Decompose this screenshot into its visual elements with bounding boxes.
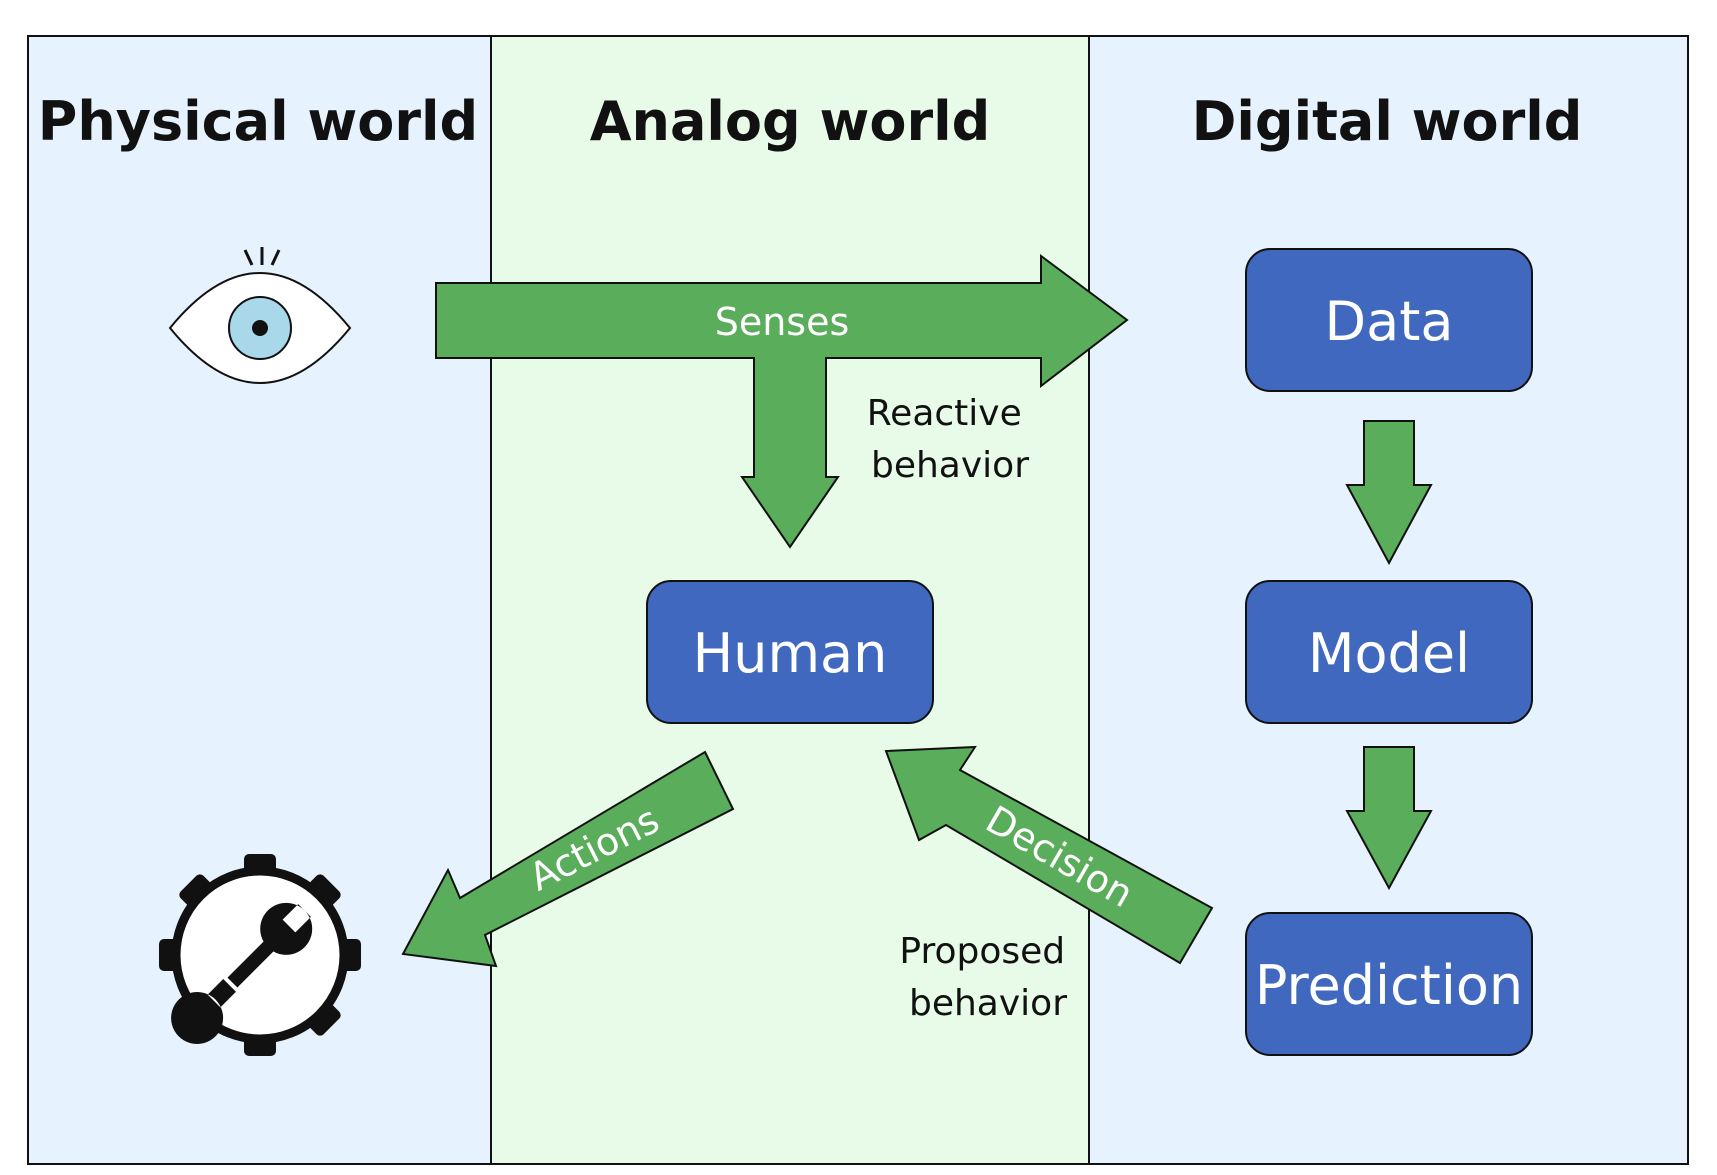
prediction-box — [1245, 912, 1533, 1056]
reactive-behavior-note: Reactive behavior — [867, 393, 1033, 486]
proposed-line-1: Proposed — [899, 931, 1065, 972]
prediction-label: Prediction — [1255, 954, 1523, 1017]
model-box — [1245, 580, 1533, 724]
reactive-line-2: behavior — [871, 445, 1029, 486]
reactive-line-1: Reactive — [867, 393, 1022, 434]
model-to-prediction-arrow — [1345, 746, 1433, 891]
senses-arrow — [435, 254, 1129, 549]
actions-arrow — [401, 750, 735, 968]
physical-world-title: Physical world — [38, 90, 478, 153]
data-box — [1245, 248, 1533, 392]
proposed-line-2: behavior — [909, 983, 1067, 1024]
data-label: Data — [1325, 290, 1454, 353]
analog-world-title: Analog world — [590, 90, 991, 153]
digital-world-title: Digital world — [1192, 90, 1583, 153]
decision-arrow — [884, 745, 1214, 965]
human-box — [646, 580, 934, 724]
eye-icon — [168, 247, 352, 384]
model-label: Model — [1308, 622, 1470, 685]
data-to-model-arrow — [1345, 420, 1433, 566]
gear-wrench-icon — [159, 854, 361, 1056]
proposed-behavior-note: Proposed behavior — [899, 931, 1076, 1024]
senses-label: Senses — [715, 300, 850, 344]
human-label: Human — [693, 622, 888, 685]
